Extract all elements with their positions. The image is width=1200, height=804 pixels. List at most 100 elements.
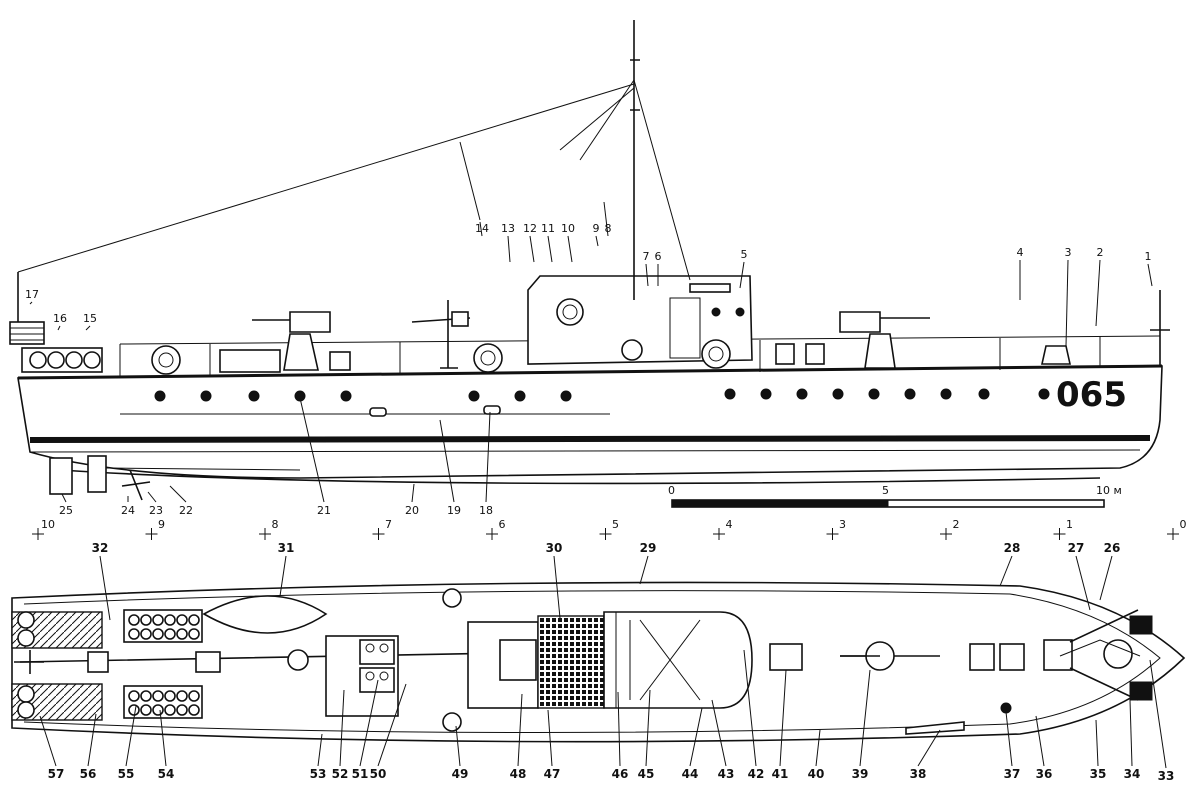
callout-29: 29 [640, 541, 657, 555]
depth-charge [164, 690, 176, 702]
leader-line [99, 555, 111, 621]
callout-5: 5 [741, 248, 748, 261]
depth-charge [152, 690, 164, 702]
leader-line [125, 705, 137, 767]
callout-14: 14 [475, 222, 489, 235]
callout-33: 33 [1158, 769, 1175, 783]
callout-21: 21 [317, 504, 331, 517]
callout-31: 31 [278, 541, 295, 555]
depth-charge [188, 704, 200, 716]
life-ring-1 [151, 345, 181, 375]
callout-30: 30 [546, 541, 563, 555]
callout-36: 36 [1036, 767, 1053, 781]
bridge-plan [467, 611, 753, 709]
station-10: 10 [41, 518, 55, 531]
callout-19: 19 [447, 504, 461, 517]
leader-line [645, 263, 649, 287]
leader-line [689, 707, 703, 767]
leader-line [359, 679, 379, 767]
portholes-forward [724, 388, 1050, 400]
callout-45: 45 [638, 767, 655, 781]
leader-line [1099, 555, 1113, 601]
callout-9: 9 [593, 222, 600, 235]
leader-line [169, 485, 187, 503]
leader-line [57, 325, 61, 331]
leader-line [85, 325, 91, 331]
forward-gun-plan [840, 641, 895, 671]
station-mark [599, 528, 612, 540]
callout-57: 57 [48, 767, 65, 781]
aft-gun [252, 311, 331, 371]
station-mark [486, 528, 498, 540]
callout-4: 4 [1017, 246, 1024, 259]
callout-37: 37 [1004, 767, 1021, 781]
leader-line [567, 235, 573, 263]
callout-56: 56 [80, 767, 97, 781]
station-8: 8 [272, 518, 279, 531]
leader-line [1065, 259, 1069, 347]
callout-55: 55 [118, 767, 135, 781]
callout-23: 23 [149, 504, 163, 517]
boot-topping [29, 435, 1151, 443]
plan-view [11, 581, 1186, 743]
callout-15: 15 [83, 312, 97, 325]
leader-line [439, 419, 455, 503]
callout-11: 11 [541, 222, 555, 235]
rudder [49, 457, 73, 495]
callout-labels: 1234567891011121314151617181920212223242… [25, 201, 1175, 783]
station-mark [372, 528, 385, 540]
bridge-top [689, 283, 731, 293]
leader-line [711, 699, 727, 767]
depth-charge [176, 628, 188, 640]
station-5: 5 [612, 518, 619, 531]
station-4: 4 [726, 518, 733, 531]
leader-line [859, 669, 871, 767]
station-3: 3 [839, 518, 846, 531]
station-0: 0 [1180, 518, 1187, 531]
depth-charge [176, 690, 188, 702]
callout-52: 52 [332, 767, 349, 781]
scale-bar: 0 5 10 м [668, 484, 1122, 508]
leader-line [147, 491, 157, 503]
leader-line [455, 725, 461, 767]
leader-line [547, 709, 553, 767]
callout-32: 32 [92, 541, 109, 555]
callout-53: 53 [310, 767, 327, 781]
leader-line [87, 713, 97, 767]
leader-line [603, 201, 609, 237]
station-mark [826, 528, 839, 540]
leader-line [279, 555, 287, 597]
propeller [121, 469, 151, 501]
leader-line [739, 261, 745, 289]
prop-shaft [105, 467, 301, 471]
station-7: 7 [385, 518, 392, 531]
station-mark [259, 528, 271, 540]
waterline [29, 449, 1141, 453]
stern-depth-charges [9, 272, 103, 373]
callout-24: 24 [121, 504, 135, 517]
mast [630, 20, 640, 300]
depth-charge [140, 704, 152, 716]
leader-line [1035, 715, 1045, 767]
depth-charge [128, 690, 140, 702]
callout-40: 40 [808, 767, 825, 781]
depth-charge [152, 628, 164, 640]
hull-side [17, 365, 1163, 479]
callout-6: 6 [655, 250, 662, 263]
leader-line [29, 301, 33, 305]
leader-line [411, 483, 415, 503]
callout-18: 18 [479, 504, 493, 517]
leader-line [317, 733, 323, 767]
callout-38: 38 [910, 767, 927, 781]
callout-27: 27 [1068, 541, 1085, 555]
leader-line [815, 729, 821, 767]
leader-line [1147, 263, 1153, 287]
sheer-line [17, 364, 1163, 380]
leader-line [479, 221, 483, 237]
leader-line [39, 715, 57, 767]
depth-charge [176, 704, 188, 716]
callout-43: 43 [718, 767, 735, 781]
wheelhouse-door [669, 297, 701, 359]
leader-line [1095, 719, 1099, 767]
